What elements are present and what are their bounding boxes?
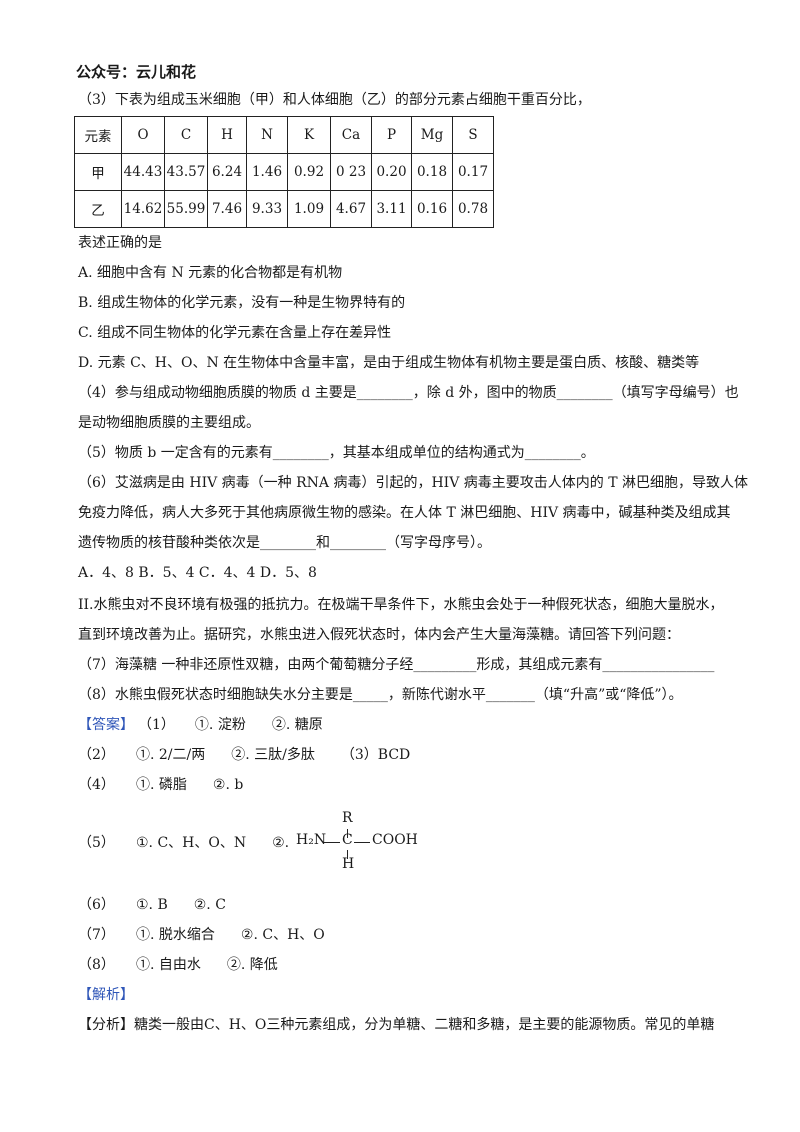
table-cell: 7.46 — [207, 190, 247, 228]
answer-number: （8） — [78, 957, 115, 973]
q3-option-a: A. 细胞中含有 N 元素的化合物都是有机物 — [78, 265, 343, 281]
table-cell: 0.20 — [371, 153, 412, 191]
table-cell: 0 23 — [330, 153, 372, 191]
answer-label: 【答案】 — [78, 717, 134, 733]
table-cell: 0.92 — [287, 153, 331, 191]
table-cell: 14.62 — [121, 190, 165, 228]
answer-item: ②. — [272, 835, 290, 851]
answer-item: ①. 淀粉 — [194, 717, 246, 733]
element-table: 元素 O C H N K Ca P Mg S 甲 44.43 43.57 6.2… — [74, 116, 494, 228]
table-header-cell: N — [246, 116, 288, 154]
table-header-cell: O — [121, 116, 165, 154]
answer-item: ①. 2/二/两 — [136, 747, 206, 763]
answer-item: ①. 磷脂 — [136, 777, 187, 793]
formula-amino-group: H₂N — [296, 832, 327, 848]
table-header-cell: 元素 — [74, 116, 122, 154]
answer-item: ①. 脱水缩合 — [136, 927, 215, 943]
formula-bond-right — [354, 842, 370, 843]
part2-line-2: 直到环境改善为止。据研究，水熊虫进入假死状态时，体内会产生大量海藻糖。请回答下列… — [78, 627, 680, 643]
amino-acid-formula: R H₂N C COOH H — [296, 810, 426, 880]
table-row: 乙 14.62 55.99 7.46 9.33 1.09 4.67 3.11 0… — [74, 190, 494, 228]
answer-item: （3）BCD — [340, 747, 411, 763]
q5-line: （5）物质 b 一定含有的元素有________，其基本组成单位的结构通式为__… — [78, 445, 595, 461]
table-header-cell: Mg — [411, 116, 453, 154]
answer-number: （1） — [138, 717, 175, 733]
q4-line-2: 是动物细胞质膜的主要组成。 — [78, 415, 260, 431]
answer-number: （4） — [78, 777, 115, 793]
table-cell: 44.43 — [121, 153, 165, 191]
table-row: 甲 44.43 43.57 6.24 1.46 0.92 0 23 0.20 0… — [74, 153, 494, 191]
table-cell: 乙 — [74, 190, 122, 228]
answer-row-1: 【答案】（1） ①. 淀粉 ②. 糖原 — [78, 715, 349, 735]
q8-line: （8）水熊虫假死状态时细胞缺失水分主要是_____，新陈代谢水平_______（… — [78, 687, 683, 703]
answer-item: ②. 糖原 — [271, 717, 323, 733]
analysis-label: 【解析】 — [78, 987, 134, 1003]
table-cell: 1.09 — [287, 190, 331, 228]
table-header-cell: Ca — [330, 116, 372, 154]
answer-item: ①. B — [136, 897, 168, 913]
table-header-cell: H — [207, 116, 247, 154]
part2-line-1: II.水熊虫对不良环境有极强的抵抗力。在极端干旱条件下，水熊虫会处于一种假死状态… — [78, 597, 724, 613]
formula-carboxyl-group: COOH — [372, 832, 418, 848]
analysis-line: 【分析】糖类一般由C、H、O三种元素组成，分为单糖、二糖和多糖，是主要的能源物质… — [78, 1015, 714, 1035]
table-cell: 55.99 — [164, 190, 208, 228]
q3-stem: 表述正确的是 — [78, 235, 162, 251]
answer-item: ②. C — [193, 897, 226, 913]
page-header: 公众号：云儿和花 — [76, 63, 197, 81]
q6-line-3: 遗传物质的核苷酸种类依次是________和________（写字母序号）。 — [78, 535, 491, 551]
answer-item: ②. 三肽/多肽 — [231, 747, 315, 763]
formula-bond-left — [324, 842, 340, 843]
answer-row-7: （7） ①. 脱水缩合 ②. C、H、O — [78, 925, 351, 945]
table-cell: 0.16 — [411, 190, 453, 228]
table-cell: 6.24 — [207, 153, 247, 191]
q3-option-b: B. 组成生物体的化学元素，没有一种是生物界特有的 — [78, 295, 406, 311]
answer-item: ②. 降低 — [226, 957, 278, 973]
answer-row-6: （6） ①. B ②. C — [78, 895, 252, 915]
table-cell: 0.78 — [452, 190, 494, 228]
table-header-cell: C — [164, 116, 208, 154]
table-header-row: 元素 O C H N K Ca P Mg S — [74, 116, 494, 154]
q6-line-2: 免疫力降低，病人大多死于其他病原微生物的感染。在人体 T 淋巴细胞、HIV 病毒… — [78, 505, 731, 521]
table-cell: 0.18 — [411, 153, 453, 191]
table-cell: 43.57 — [164, 153, 208, 191]
formula-r-group: R — [342, 810, 353, 826]
table-cell: 9.33 — [246, 190, 288, 228]
answer-number: （5） — [78, 835, 115, 851]
answer-item: ①. 自由水 — [136, 957, 201, 973]
formula-hydrogen: H — [342, 856, 355, 872]
q7-line: （7）海藻糖 一种非还原性双糖，由两个葡萄糖分子经_________形成，其组成… — [78, 657, 715, 673]
table-header-cell: P — [371, 116, 412, 154]
answer-item: ②. C、H、O — [240, 927, 325, 943]
table-header-cell: K — [287, 116, 331, 154]
formula-bond-bottom — [347, 850, 348, 859]
answer-item: ①. C、H、O、N — [136, 835, 247, 851]
answer-item: ②. b — [212, 777, 244, 793]
q4-line-1: （4）参与组成动物细胞质膜的物质 d 主要是________，除 d 外，图中的… — [78, 385, 739, 401]
table-cell: 0.17 — [452, 153, 494, 191]
table-cell: 1.46 — [246, 153, 288, 191]
answer-number: （7） — [78, 927, 115, 943]
table-cell: 甲 — [74, 153, 122, 191]
q3-intro: （3）下表为组成玉米细胞（甲）和人体细胞（乙）的部分元素占细胞干重百分比， — [78, 92, 591, 108]
table-cell: 4.67 — [330, 190, 372, 228]
q3-option-c: C. 组成不同生物体的化学元素在含量上存在差异性 — [78, 325, 392, 341]
answer-row-8: （8） ①. 自由水 ②. 降低 — [78, 955, 304, 975]
analysis-text: 糖类一般由C、H、O三种元素组成，分为单糖、二糖和多糖，是主要的能源物质。常见的… — [134, 1017, 715, 1033]
answer-row-2: （2） ①. 2/二/两 ②. 三肽/多肽 （3）BCD — [78, 745, 436, 765]
q3-option-d: D. 元素 C、H、O、N 在生物体中含量丰富，是由于组成生物体有机物主要是蛋白… — [78, 355, 700, 371]
table-header-cell: S — [452, 116, 494, 154]
answer-number: （2） — [78, 747, 115, 763]
table-cell: 3.11 — [371, 190, 412, 228]
q6-options: A．4、8 B．5、4 C．4、4 D．5、8 — [78, 565, 317, 581]
formula-central-carbon: C — [342, 832, 353, 848]
formula-bond-top — [347, 829, 348, 838]
answer-row-4: （4） ①. 磷脂 ②. b — [78, 775, 269, 795]
analysis-sub-label: 【分析】 — [78, 1017, 134, 1033]
q6-line-1: （6）艾滋病是由 HIV 病毒（一种 RNA 病毒）引起的，HIV 病毒主要攻击… — [78, 475, 748, 491]
answer-number: （6） — [78, 897, 115, 913]
answer-row-5: （5） ①. C、H、O、N ②. — [78, 833, 315, 853]
